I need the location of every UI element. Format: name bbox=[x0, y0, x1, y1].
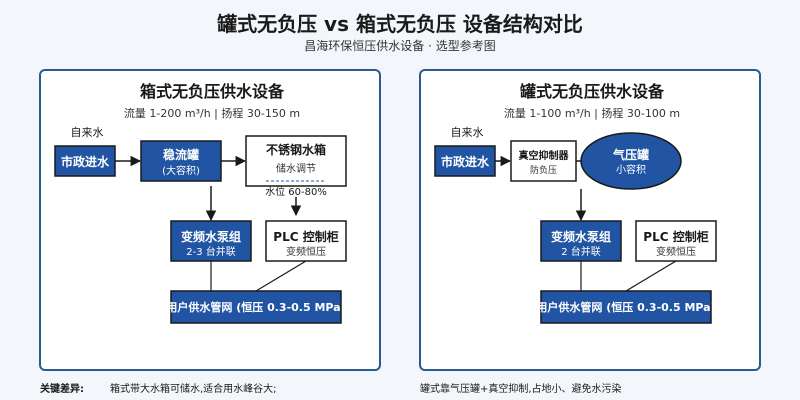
pump-box bbox=[170, 220, 252, 262]
pump-box bbox=[540, 220, 622, 262]
suppressor-title: 真空抑制器 bbox=[519, 149, 570, 162]
plc-title: PLC 控制柜 bbox=[273, 229, 338, 244]
plc-sub: 变频恒压 bbox=[286, 245, 326, 258]
output-label: 用户供水管网 (恒压 0.3-0.5 MPa) bbox=[536, 300, 715, 314]
pump-sub: 2 台并联 bbox=[561, 245, 601, 258]
inlet-box bbox=[54, 145, 116, 177]
plc-sub: 变频恒压 bbox=[656, 245, 696, 258]
page-title: 罐式无负压 vs 箱式无负压 设备结构对比 bbox=[217, 12, 583, 36]
footer-right-note: 罐式靠气压罐+真空抑制,占地小、避免水污染 bbox=[420, 384, 622, 395]
stabilizer-sub: (大容积) bbox=[162, 164, 200, 177]
pump-title: 变频水泵组 bbox=[551, 229, 611, 244]
air-tank-ellipse bbox=[580, 132, 682, 190]
stabilizer-title: 稳流罐 bbox=[163, 147, 199, 162]
page-subtitle: 昌海环保恒压供水设备 · 选型参考图 bbox=[304, 39, 496, 53]
plc-title: PLC 控制柜 bbox=[643, 229, 708, 244]
tank-type-diagram: 罐式无负压供水设备 流量 1-100 m³/h | 扬程 30-100 m 自来… bbox=[434, 82, 717, 324]
source-label: 自来水 bbox=[451, 126, 484, 139]
inlet-label: 市政进水 bbox=[61, 154, 110, 169]
air-tank-title: 气压罐 bbox=[612, 147, 649, 162]
plc-output-line bbox=[625, 260, 677, 292]
panel-title: 箱式无负压供水设备 bbox=[140, 82, 285, 101]
inlet-label: 市政进水 bbox=[441, 154, 490, 169]
pump-title: 变频水泵组 bbox=[181, 229, 241, 244]
box-type-diagram: 箱式无负压供水设备 流量 1-200 m³/h | 扬程 30-150 m 自来… bbox=[54, 82, 347, 324]
output-box bbox=[540, 290, 712, 324]
inlet-box bbox=[434, 145, 496, 177]
panel-specs: 流量 1-200 m³/h | 扬程 30-150 m bbox=[124, 106, 300, 120]
footer-left-note: 箱式带大水箱可储水,适合用水峰谷大; bbox=[110, 384, 277, 395]
tank-box bbox=[245, 135, 347, 187]
tank-type-panel: 罐式无负压供水设备 流量 1-100 m³/h | 扬程 30-100 m 自来… bbox=[419, 69, 761, 371]
source-label: 自来水 bbox=[71, 126, 104, 139]
tank-level: 水位 60-80% bbox=[265, 185, 327, 198]
box-type-panel: 箱式无负压供水设备 流量 1-200 m³/h | 扬程 30-150 m 自来… bbox=[39, 69, 381, 371]
output-box bbox=[170, 290, 342, 324]
tank-sub: 储水调节 bbox=[276, 162, 316, 175]
plc-box bbox=[635, 220, 717, 262]
stabilizer-box bbox=[140, 140, 222, 182]
suppressor-sub: 防负压 bbox=[530, 164, 557, 176]
footer-label: 关键差异: bbox=[40, 384, 84, 395]
plc-box bbox=[265, 220, 347, 262]
plc-output-line bbox=[255, 260, 307, 292]
air-tank-sub: 小容积 bbox=[616, 163, 646, 176]
tank-title: 不锈钢水箱 bbox=[266, 142, 326, 157]
output-label: 用户供水管网 (恒压 0.3-0.5 MPa) bbox=[166, 300, 345, 314]
panel-title: 罐式无负压供水设备 bbox=[519, 82, 665, 101]
panel-specs: 流量 1-100 m³/h | 扬程 30-100 m bbox=[504, 106, 680, 120]
pump-sub: 2-3 台并联 bbox=[186, 245, 236, 258]
